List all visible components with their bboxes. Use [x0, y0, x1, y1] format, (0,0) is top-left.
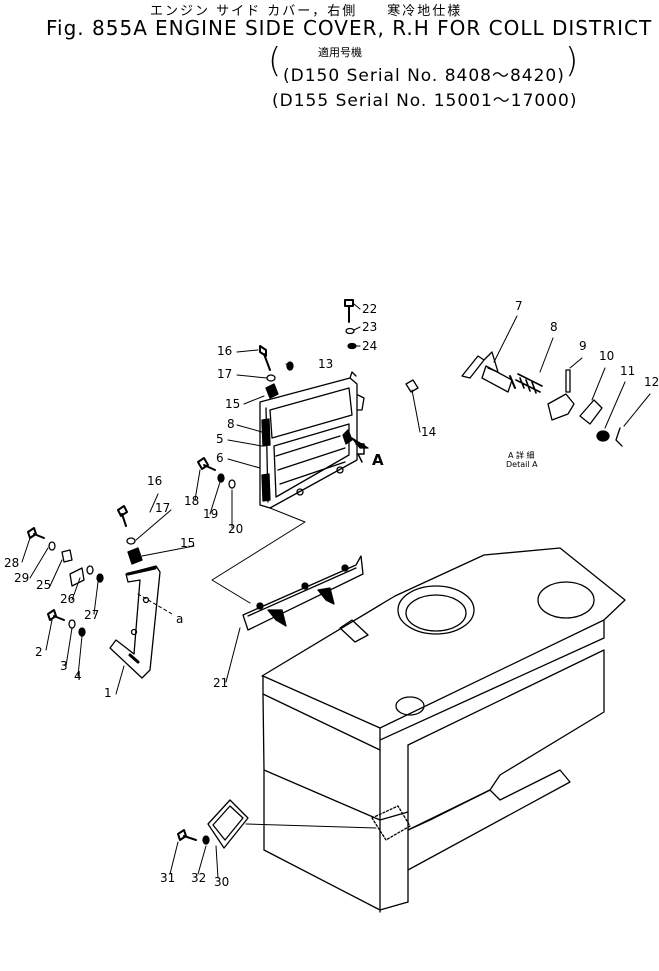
detail-a-label-jp: A 詳 細 [508, 451, 535, 460]
part-callout-1: 1 [104, 686, 112, 700]
part-callout-7: 7 [515, 299, 523, 313]
part-callout-21: 21 [213, 676, 228, 690]
part-callout-17: 17 [217, 367, 232, 381]
serial-bracket-right: ) [565, 41, 579, 81]
part-callout-10: 10 [599, 349, 614, 363]
serial-text-d155: D155 Serial No. 15001～17000 [279, 91, 570, 111]
part-callout-17: 17 [155, 501, 170, 515]
part-callout-15: 15 [180, 536, 195, 550]
part-callout-18: 18 [184, 494, 199, 508]
part-callout-27: 27 [84, 608, 99, 622]
part-callout-15: 15 [225, 397, 240, 411]
part-callout-30: 30 [214, 875, 229, 889]
detail-a-label: Detail A [506, 460, 538, 469]
engine-hood [261, 547, 626, 913]
figure-title: ENGINE SIDE COVER, R.H FOR COLL DISTRICT [155, 16, 653, 40]
mounting-bracket [242, 555, 364, 631]
part-callout-20: 20 [228, 522, 243, 536]
fasteners [27, 299, 419, 845]
side-cover-panel [259, 371, 365, 509]
part-callout-16: 16 [217, 344, 232, 358]
serial-bracket-left: ( [268, 41, 282, 81]
part-callout-8: 8 [550, 320, 558, 334]
part-callout-29: 29 [14, 571, 29, 585]
part-callout-a: a [176, 612, 183, 626]
serial-line-d155: (D155 Serial No. 15001～17000) [272, 91, 578, 111]
callout-a-arrow-head [351, 437, 369, 449]
part-callout-31: 31 [160, 871, 175, 885]
part-callout-24: 24 [362, 339, 377, 353]
part-callout-26: 26 [60, 592, 75, 606]
part-callout-11: 11 [620, 364, 635, 378]
part-callout-22: 22 [362, 302, 377, 316]
part-callout-14: 14 [421, 425, 436, 439]
part-callout-32: 32 [191, 871, 206, 885]
side-stay [109, 565, 161, 679]
figure-number: Fig. 855A [46, 16, 148, 40]
detail-a-lock-assembly [461, 351, 623, 447]
serial-text-d150: D150 Serial No. 8408～8420 [290, 66, 558, 86]
serial-line-d150: (D150 Serial No. 8408～8420) [283, 66, 565, 86]
serial-heading: 適用号機 [318, 46, 362, 59]
part-callout-12: 12 [644, 375, 659, 389]
part-callout-28: 28 [4, 556, 19, 570]
part-callout-9: 9 [579, 339, 587, 353]
part-callout-19: 19 [203, 507, 218, 521]
part-callout-13: 13 [318, 357, 333, 371]
detail-a-callout: A [372, 451, 384, 469]
part-callout-23: 23 [362, 320, 377, 334]
leader-lines [21, 303, 651, 879]
part-callout-8: 8 [227, 417, 235, 431]
part-callout-16: 16 [147, 474, 162, 488]
part-callout-6: 6 [216, 451, 224, 465]
part-callout-4: 4 [74, 669, 82, 683]
part-callout-5: 5 [216, 432, 224, 446]
part-callout-25: 25 [36, 578, 51, 592]
inspection-cover [207, 799, 377, 849]
part-callout-2: 2 [35, 645, 43, 659]
japanese-title: エンジン サイド カバー，右側 寒冷地仕様 [150, 4, 463, 19]
part-callout-3: 3 [60, 659, 68, 673]
